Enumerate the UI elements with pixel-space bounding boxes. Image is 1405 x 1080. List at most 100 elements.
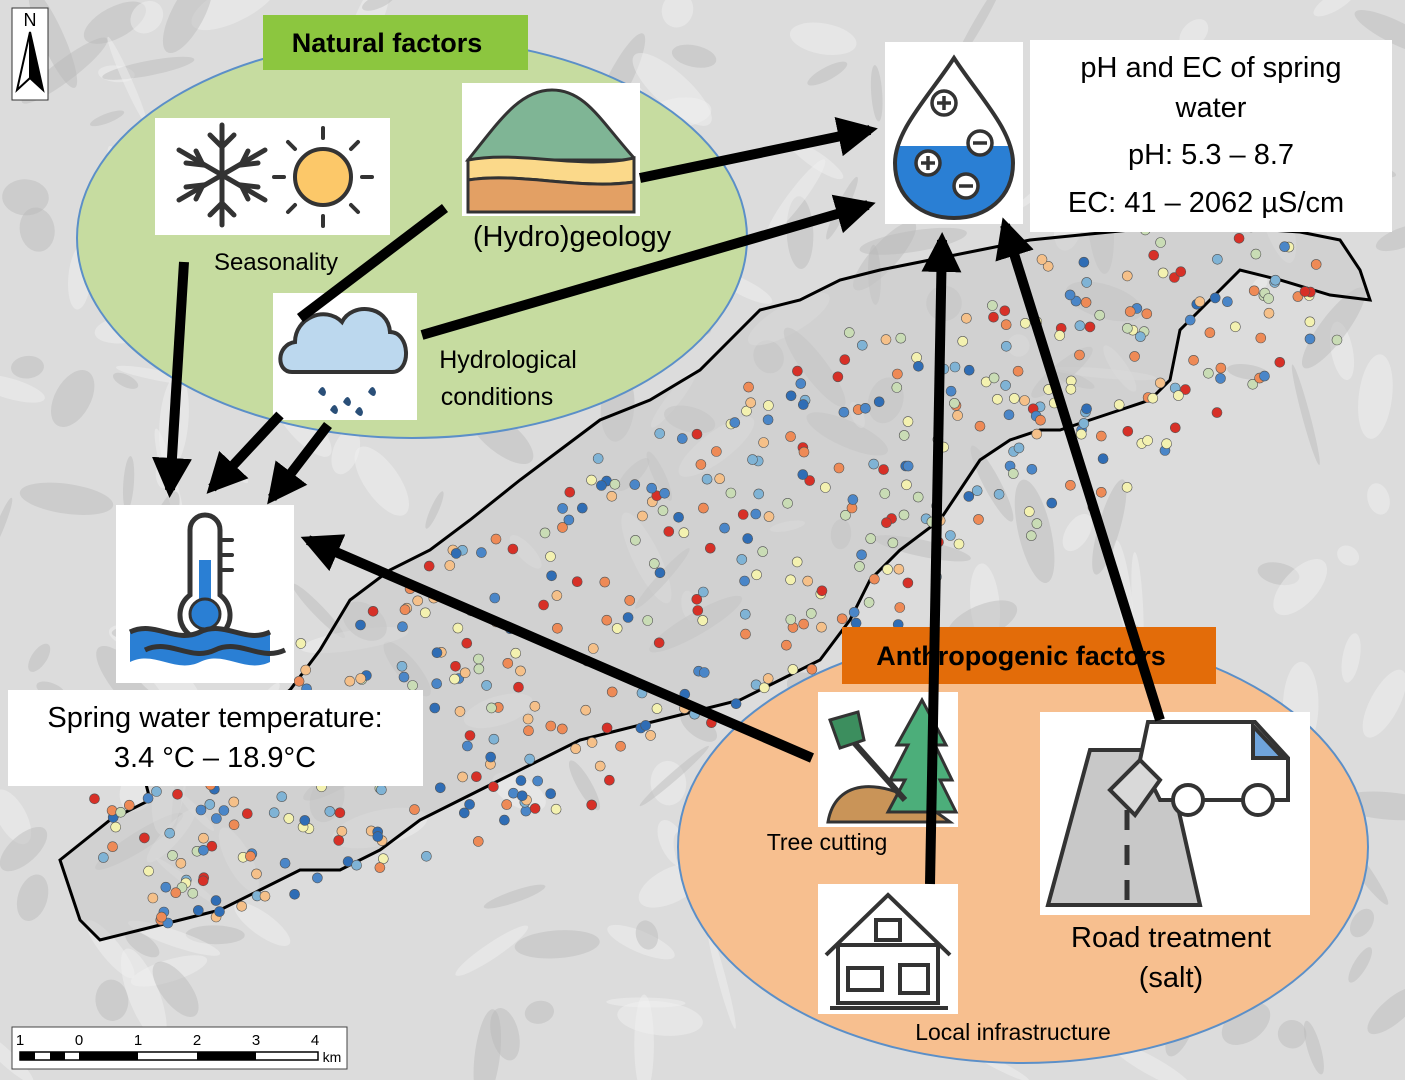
spring-point xyxy=(596,480,607,491)
temperature-line1: Spring water temperature: xyxy=(47,702,382,734)
hillshade-mark xyxy=(1349,908,1375,938)
spring-point xyxy=(457,771,468,783)
spring-point xyxy=(507,543,519,555)
hillshade-mark xyxy=(130,0,164,34)
spring-point xyxy=(571,576,583,588)
arrow-hydrogeology-to-temperature xyxy=(296,204,449,322)
spring-point xyxy=(843,327,855,338)
spring-point xyxy=(1161,438,1172,450)
hydrological-label-line1: Hydrological xyxy=(439,346,577,374)
spring-point xyxy=(787,664,799,675)
spring-point xyxy=(1096,486,1107,498)
spring-point xyxy=(1147,392,1159,404)
spring-point xyxy=(1230,321,1241,333)
spring-point xyxy=(651,703,663,714)
spring-point xyxy=(1113,399,1125,411)
hillshade-mark xyxy=(1301,287,1366,369)
spring-point xyxy=(1263,307,1275,319)
spring-point xyxy=(898,509,910,521)
spring-point xyxy=(646,482,658,494)
spring-point xyxy=(952,410,963,421)
spring-point xyxy=(988,372,1000,384)
spring-point xyxy=(739,608,751,620)
hillshade-mark xyxy=(1303,1020,1324,1075)
spring-point xyxy=(840,509,851,521)
spring-point xyxy=(488,781,499,793)
spring-point xyxy=(1304,316,1316,328)
spring-point xyxy=(450,548,462,559)
hillshade-mark xyxy=(83,1,146,44)
spring-point xyxy=(653,637,665,649)
spring-point xyxy=(1036,254,1048,265)
spring-point xyxy=(160,881,172,893)
spring-point xyxy=(1081,403,1092,415)
spring-point xyxy=(372,831,384,842)
spring-point xyxy=(1078,256,1090,268)
spring-point xyxy=(704,542,716,554)
spring-point xyxy=(206,840,218,852)
spring-point xyxy=(1081,277,1092,288)
hillshade-mark xyxy=(185,925,245,945)
spring-point xyxy=(459,667,471,679)
tree-cutting-label: Tree cutting xyxy=(767,829,888,855)
spring-point xyxy=(1003,409,1015,421)
spring-point xyxy=(601,614,613,626)
hillshade-mark xyxy=(128,920,221,956)
hillshade-mark xyxy=(1341,633,1361,683)
spring-point xyxy=(1263,293,1274,304)
spring-point xyxy=(501,799,513,810)
spring-point xyxy=(654,428,666,439)
spring-point xyxy=(624,595,636,606)
spring-point xyxy=(586,799,598,811)
spring-point xyxy=(397,621,408,633)
hillshade-mark xyxy=(11,355,44,379)
spring-point xyxy=(472,836,484,847)
spring-point xyxy=(740,628,751,640)
spring-point xyxy=(750,508,762,520)
spring-point xyxy=(522,713,534,725)
spring-point xyxy=(1142,435,1153,446)
spring-point xyxy=(1084,321,1096,333)
spring-point xyxy=(611,623,623,634)
local-infrastructure-icon-box xyxy=(818,884,958,1014)
spring-point xyxy=(1007,468,1019,479)
spring-point xyxy=(832,371,844,383)
arrow-treecutting-to-temperature xyxy=(300,534,814,763)
spring-point xyxy=(529,803,541,814)
spring-point xyxy=(1299,286,1311,297)
spring-point xyxy=(344,675,356,687)
spring-point xyxy=(156,911,167,923)
spring-point xyxy=(312,872,323,884)
spring-point xyxy=(198,844,209,856)
spring-point xyxy=(1184,314,1196,326)
hillshade-mark xyxy=(331,429,361,475)
spring-point xyxy=(399,604,411,616)
spring-point xyxy=(283,813,295,824)
spring-point xyxy=(763,400,774,411)
spring-point xyxy=(210,895,222,906)
spring-point xyxy=(351,859,362,871)
spring-point xyxy=(692,605,704,616)
hillshade-mark xyxy=(19,207,55,252)
spring-point xyxy=(1250,248,1262,260)
spring-point xyxy=(279,857,291,869)
spring-point xyxy=(714,473,726,485)
spring-point xyxy=(546,570,557,582)
spring-point xyxy=(1064,289,1076,301)
spring-point xyxy=(945,530,956,541)
spring-point xyxy=(1020,317,1031,329)
spring-point xyxy=(763,511,775,522)
hillshade-mark xyxy=(1273,559,1328,616)
hillshade-mark xyxy=(680,710,718,742)
spring-point xyxy=(464,799,475,810)
spring-point xyxy=(878,464,889,475)
spring-point xyxy=(898,430,910,441)
hillshade-mark xyxy=(766,159,826,237)
spring-point xyxy=(1248,285,1260,297)
arrow-road-to-chemistry xyxy=(995,217,1165,722)
spring-point xyxy=(124,799,135,811)
spring-point xyxy=(324,806,336,817)
spring-point xyxy=(887,537,899,549)
hydrogeology-label: (Hydro)geology xyxy=(473,221,672,253)
spring-point xyxy=(236,900,247,912)
